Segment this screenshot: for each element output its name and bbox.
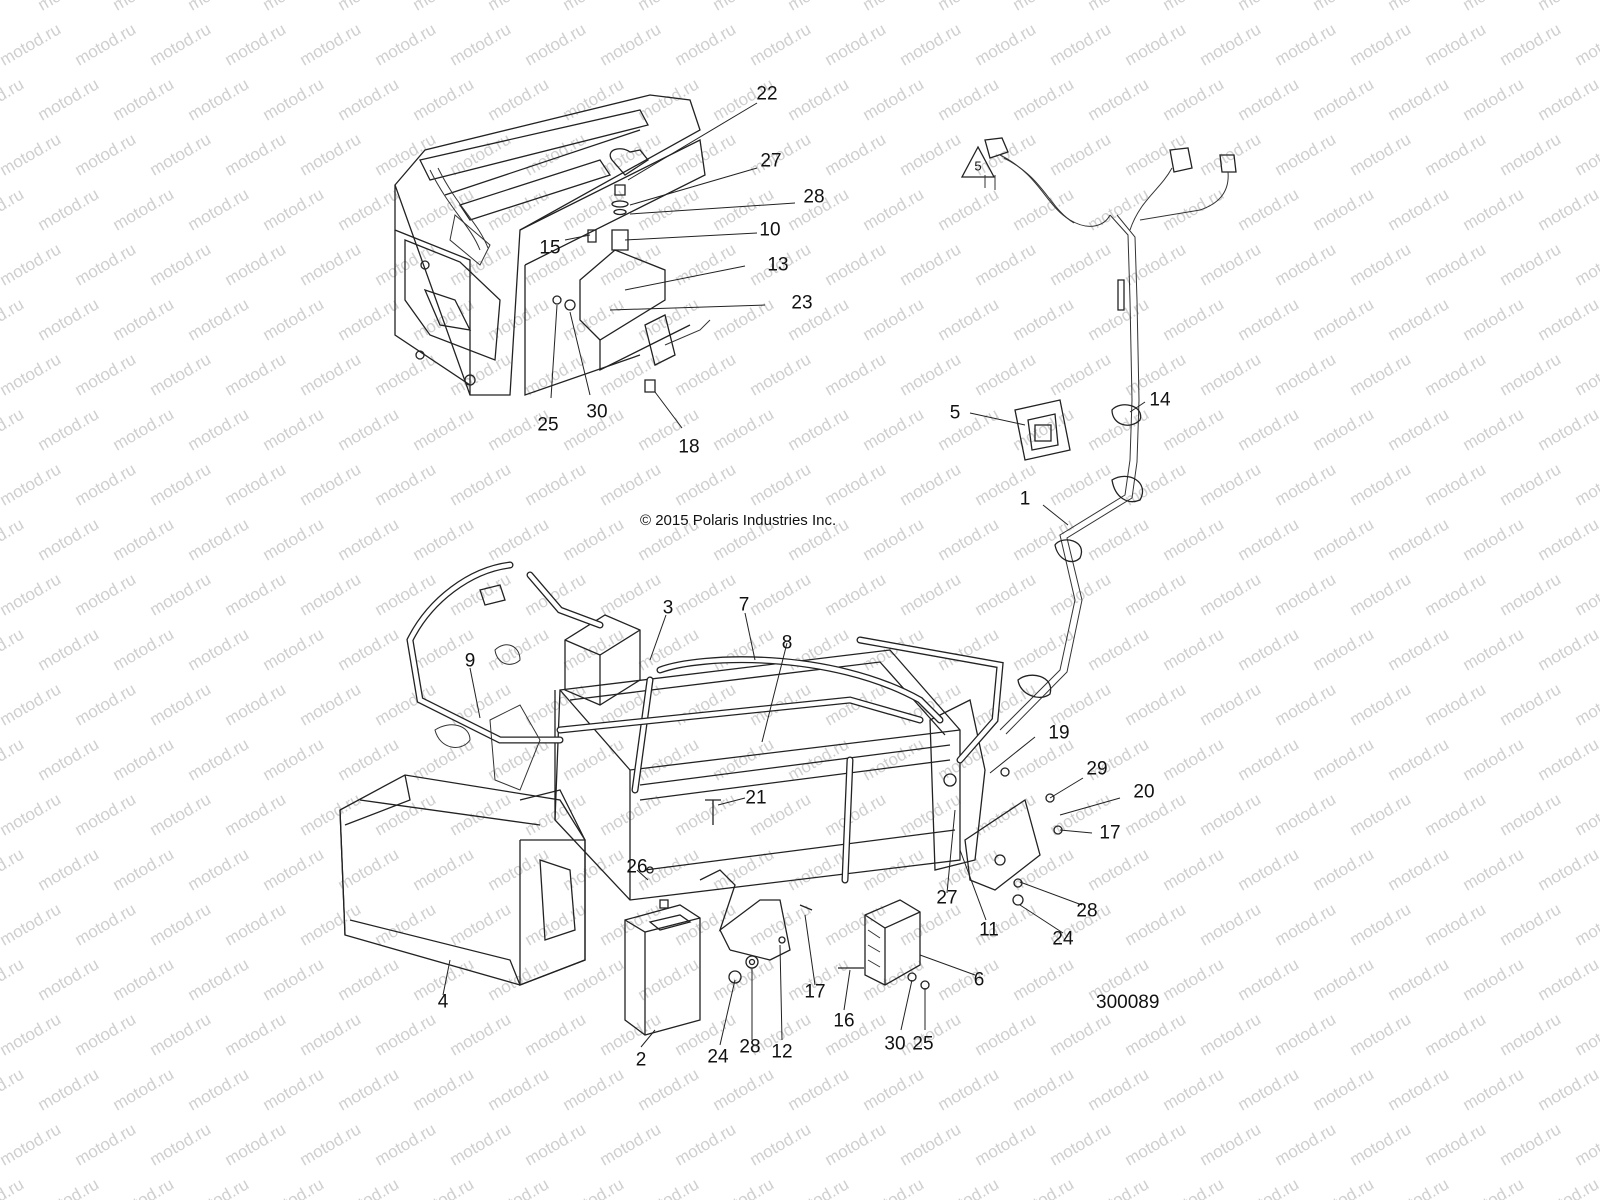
wiring-harness (960, 137, 1237, 735)
callout-28: 28 (803, 186, 825, 208)
callout-1: 1 (1019, 488, 1031, 510)
callout-12: 12 (771, 1041, 793, 1063)
callout-28: 28 (739, 1036, 761, 1058)
callout-10: 10 (759, 219, 781, 241)
callout-25: 25 (537, 414, 559, 436)
callout-30: 30 (586, 401, 608, 423)
lower-leaders (442, 612, 1121, 1048)
upper-leaders (550, 102, 796, 429)
callout-17: 17 (804, 981, 826, 1003)
callout-25: 25 (912, 1033, 934, 1055)
callout-3: 3 (662, 597, 674, 619)
lower-assembly (339, 561, 1063, 1036)
callout-16: 16 (833, 1010, 855, 1032)
callout-11: 11 (979, 919, 999, 941)
harness-leaders (969, 401, 1146, 526)
callout-7: 7 (738, 594, 750, 616)
callout-14: 14 (1149, 389, 1171, 411)
callout-18: 18 (678, 436, 700, 458)
callout-20: 20 (1133, 781, 1155, 803)
callout-2: 2 (635, 1049, 647, 1071)
callout-9: 9 (464, 650, 476, 672)
callout-27: 27 (760, 150, 782, 172)
callout-29: 29 (1086, 758, 1108, 780)
callout-21: 21 (745, 787, 767, 809)
upper-assembly (394, 94, 711, 396)
diagram-number: 300089 (1096, 992, 1160, 1013)
callout-28: 28 (1076, 900, 1098, 922)
callout-27: 27 (936, 887, 958, 909)
callout-4: 4 (437, 991, 449, 1013)
callout-13: 13 (767, 254, 789, 276)
callout-23: 23 (791, 292, 813, 314)
warning-symbol-text: 5 (974, 158, 982, 174)
callout-5: 5 (949, 402, 961, 424)
callout-19: 19 (1048, 722, 1070, 744)
callout-24: 24 (1052, 928, 1074, 950)
callout-30: 30 (884, 1033, 906, 1055)
callout-15: 15 (539, 237, 561, 259)
copyright-notice: © 2015 Polaris Industries Inc. (640, 512, 837, 529)
callout-24: 24 (707, 1046, 729, 1068)
callout-17: 17 (1099, 822, 1121, 844)
callout-6: 6 (973, 969, 985, 991)
callout-8: 8 (781, 632, 793, 654)
callout-26: 26 (626, 856, 648, 878)
callout-22: 22 (756, 83, 778, 105)
